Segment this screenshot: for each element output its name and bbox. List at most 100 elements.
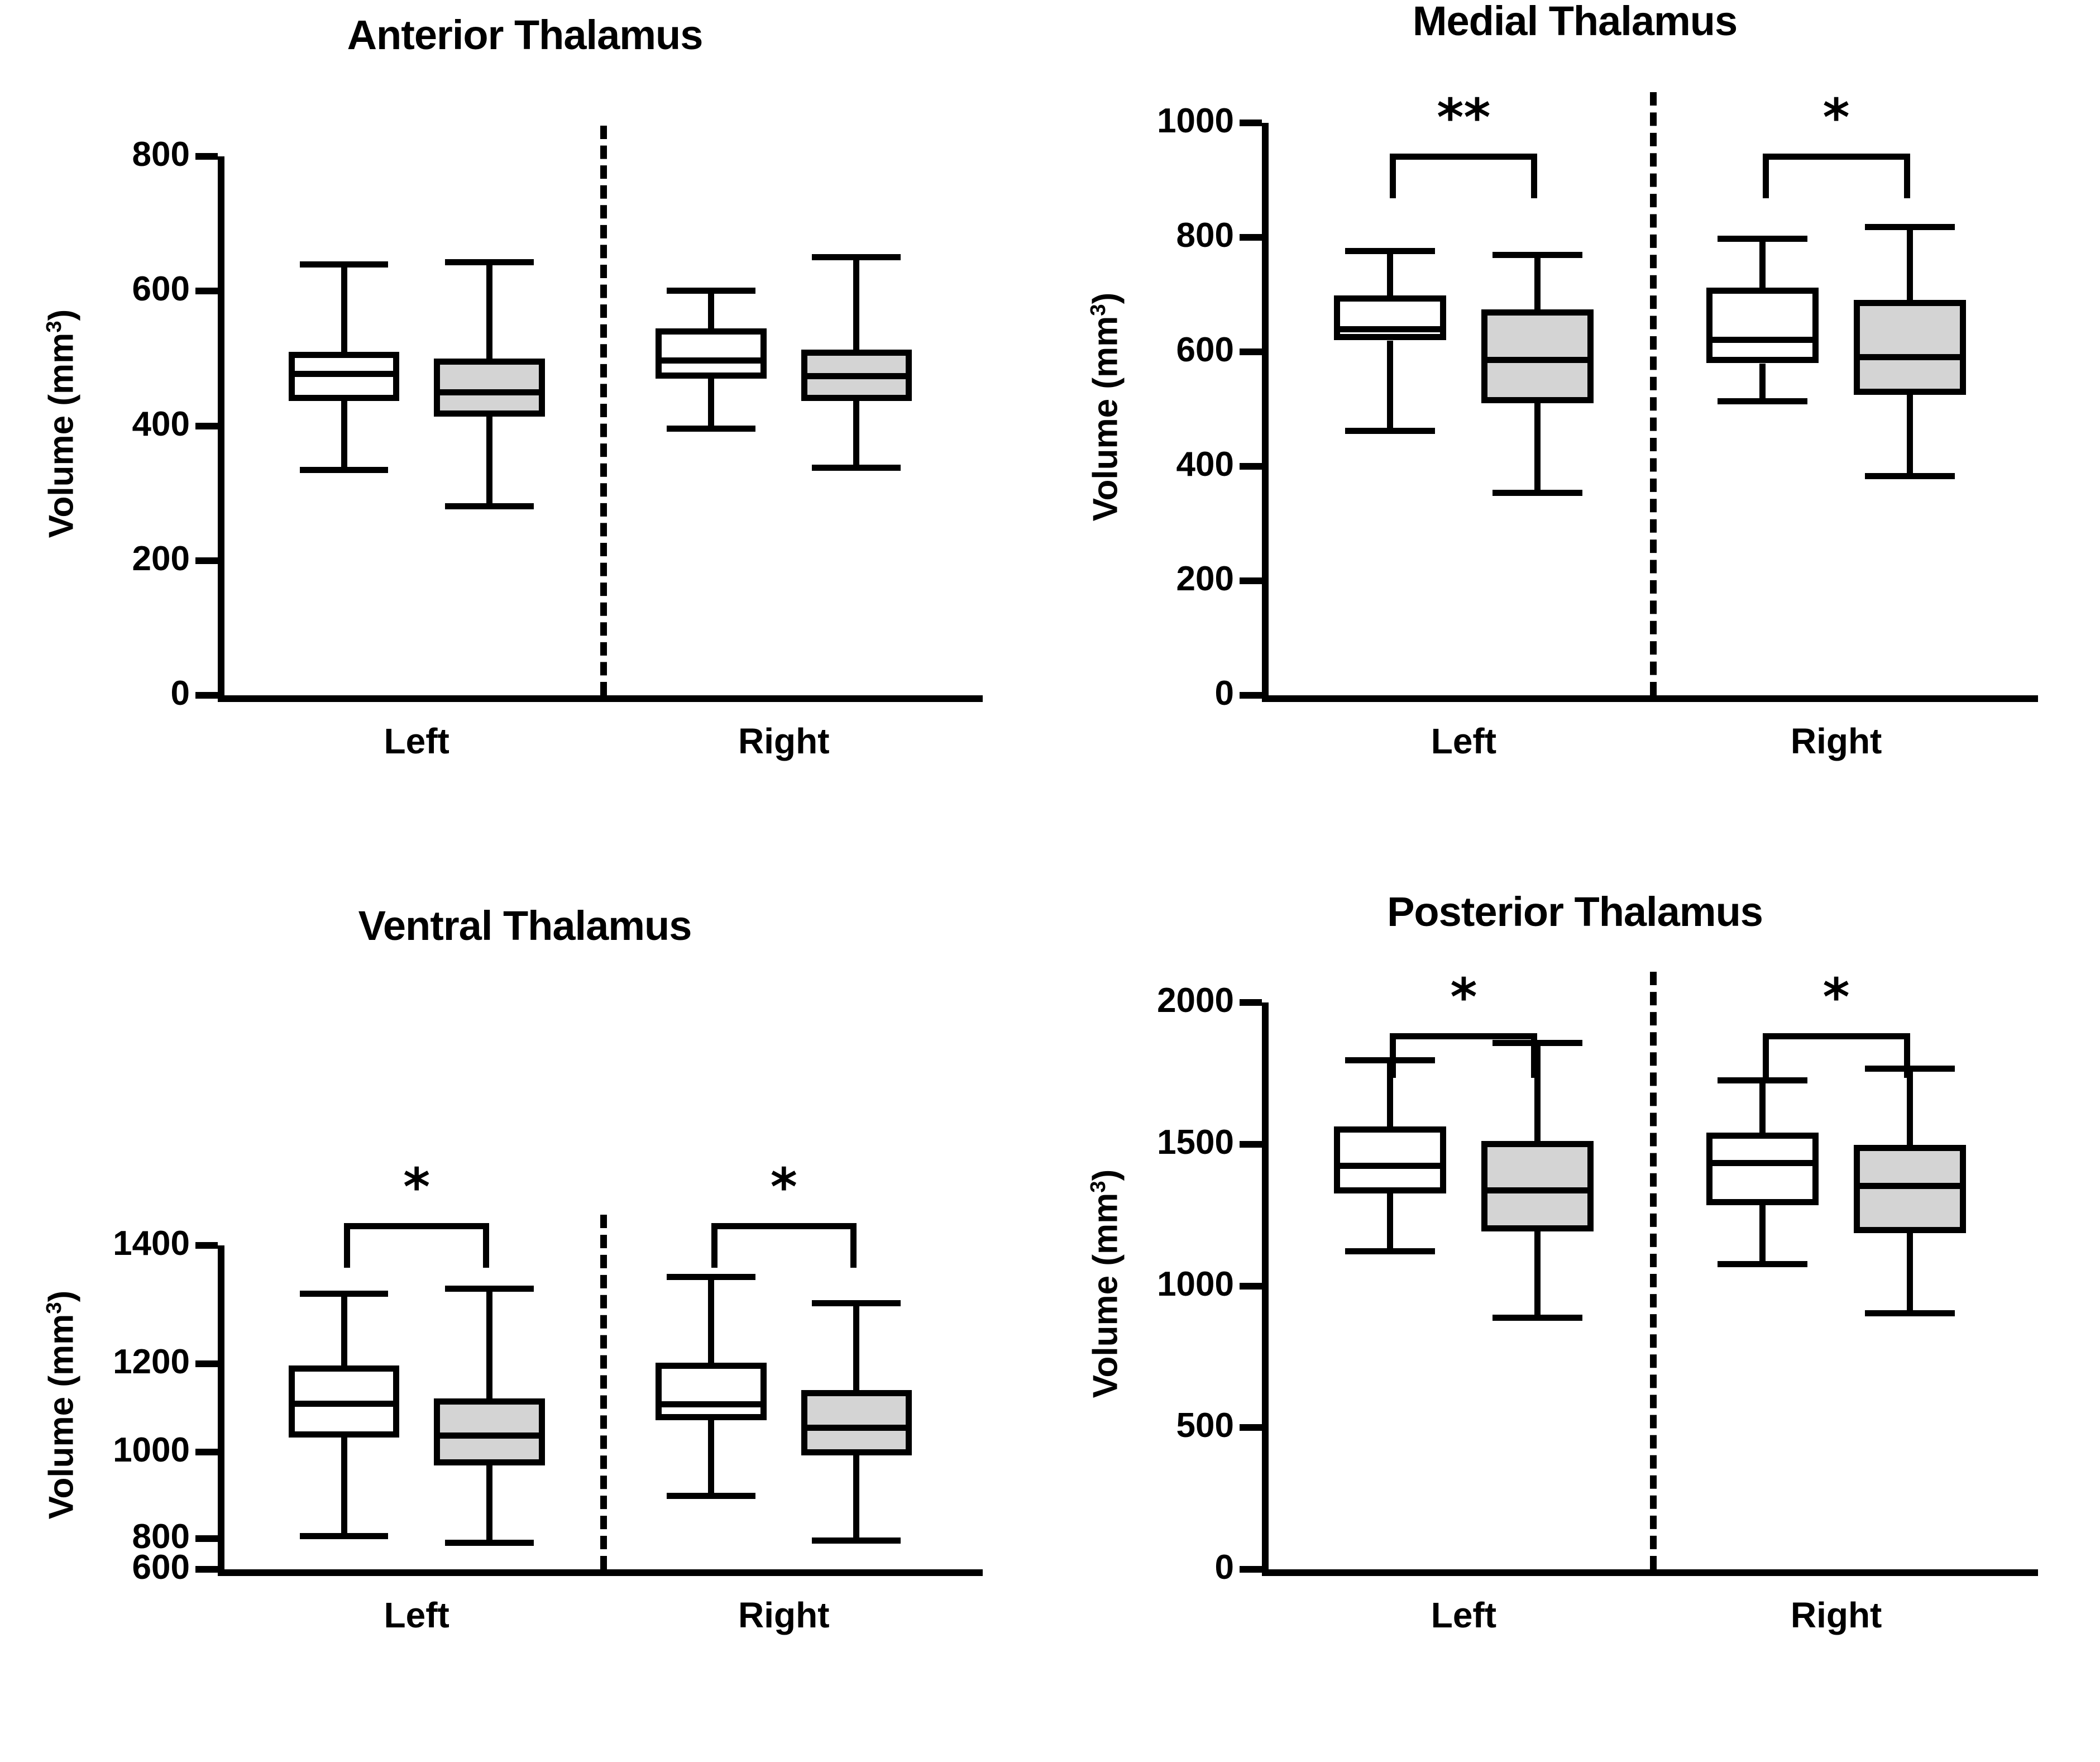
whisker-cap-lower — [1492, 490, 1583, 496]
panel-title-ventral: Ventral Thalamus — [358, 903, 692, 949]
whisker-lower — [486, 416, 492, 507]
panel-title-posterior: Posterior Thalamus — [1387, 889, 1763, 935]
whisker-cap-lower — [299, 466, 389, 473]
whisker-cap-lower — [812, 465, 901, 471]
x-tick-label-left: Left — [1431, 1595, 1497, 1635]
bracket-top-line — [1390, 1033, 1538, 1039]
y-axis-label: Volume (mm3) — [42, 1249, 82, 1562]
whisker-lower — [1907, 394, 1914, 476]
significance-stars: * — [1822, 88, 1850, 147]
whisker-cap-upper — [1345, 247, 1435, 254]
bracket-left-tick — [1762, 154, 1769, 198]
whisker-upper — [708, 1277, 715, 1363]
median-line — [801, 1425, 912, 1431]
significance-stars: * — [770, 1157, 797, 1217]
whisker-cap-upper — [812, 254, 901, 260]
y-axis-line — [1262, 1002, 1269, 1569]
significance-bracket — [711, 1223, 857, 1268]
bracket-left-tick — [1390, 154, 1396, 198]
y-tick-label: 2000 — [1157, 981, 1234, 1020]
group-divider — [1650, 972, 1657, 1569]
whisker-upper — [853, 256, 860, 350]
whisker-cap-lower — [1492, 1315, 1583, 1321]
x-axis-line — [1262, 1569, 2038, 1576]
bracket-left-tick — [711, 1223, 717, 1268]
whisker-cap-upper — [299, 1290, 389, 1297]
y-tick-label: 400 — [132, 404, 190, 443]
panel-title-anterior: Anterior Thalamus — [347, 12, 704, 58]
y-tick-label: 600 — [132, 1548, 190, 1587]
whisker-upper — [1907, 226, 1914, 300]
y-tick-label: 600 — [1176, 331, 1234, 369]
box-plot-anterior-right-open — [656, 328, 767, 379]
median-line — [1706, 336, 1819, 343]
panel-title-medial: Medial Thalamus — [1412, 0, 1738, 44]
whisker-cap-lower — [444, 1540, 534, 1546]
y-tick-label: 0 — [1214, 674, 1234, 713]
y-axis-label-text: Volume (mm — [1086, 316, 1125, 521]
whisker-upper — [341, 264, 347, 352]
median-line — [288, 1400, 400, 1407]
y-tick-label: 1000 — [113, 1431, 190, 1469]
whisker-cap-upper — [812, 1300, 901, 1306]
y-tick-mark — [1240, 234, 1262, 241]
y-tick-label: 800 — [1176, 216, 1234, 255]
whisker-cap-lower — [444, 503, 534, 510]
significance-stars: * — [1822, 967, 1850, 1027]
whisker-cap-lower — [667, 1492, 756, 1499]
y-tick-mark — [1240, 463, 1262, 470]
y-axis-label-text: Volume (mm — [1086, 1192, 1125, 1398]
y-tick-mark — [1240, 1140, 1262, 1148]
group-divider — [600, 126, 607, 695]
y-tick-mark — [195, 422, 218, 429]
whisker-cap-lower — [1865, 1310, 1955, 1317]
whisker-upper — [341, 1293, 347, 1366]
y-tick-label: 1200 — [113, 1343, 190, 1381]
y-tick-mark — [195, 288, 218, 295]
significance-stars: * — [403, 1157, 430, 1217]
significance-stars: ** — [1437, 88, 1491, 147]
whisker-upper — [708, 290, 715, 328]
median-line — [1853, 354, 1967, 360]
whisker-cap-lower — [1345, 1248, 1435, 1254]
y-tick-mark — [1240, 348, 1262, 355]
median-line — [434, 389, 545, 395]
box-plot-medial-right-shaded — [1853, 299, 1967, 395]
bracket-right-tick — [483, 1223, 490, 1268]
y-tick-label: 1000 — [1157, 1264, 1234, 1303]
whisker-upper — [486, 262, 492, 359]
whisker-lower — [1907, 1233, 1914, 1314]
whisker-cap-upper — [667, 288, 756, 294]
whisker-lower — [1534, 403, 1541, 493]
whisker-lower — [341, 1437, 347, 1536]
whisker-cap-lower — [299, 1532, 389, 1539]
whisker-cap-upper — [444, 259, 534, 266]
whisker-lower — [1759, 1205, 1766, 1264]
y-axis-label-paren: ) — [1086, 1169, 1125, 1181]
x-axis-line — [218, 1569, 983, 1576]
y-tick-mark — [195, 557, 218, 564]
x-tick-label-left: Left — [1431, 721, 1497, 761]
significance-stars: * — [1450, 967, 1477, 1027]
whisker-lower — [1386, 1193, 1393, 1251]
x-tick-label-right: Right — [738, 721, 830, 761]
whisker-cap-lower — [1345, 428, 1435, 434]
y-tick-mark — [195, 1566, 218, 1573]
whisker-upper — [1534, 1043, 1541, 1141]
box-plot-ventral-left-shaded — [434, 1398, 545, 1465]
whisker-cap-lower — [1717, 398, 1808, 405]
box-plot-anterior-left-shaded — [434, 358, 545, 417]
significance-bracket — [1390, 154, 1538, 198]
y-tick-label: 200 — [132, 539, 190, 578]
y-axis-label-exponent: 3 — [1085, 1180, 1110, 1193]
median-line — [1333, 326, 1447, 332]
y-tick-label: 1500 — [1157, 1123, 1234, 1162]
median-line — [656, 1401, 767, 1408]
whisker-cap-lower — [812, 1537, 901, 1544]
whisker-cap-upper — [1865, 223, 1955, 230]
median-line — [1706, 1159, 1819, 1166]
group-divider — [600, 1215, 607, 1569]
y-axis-label-exponent: 3 — [41, 320, 66, 333]
whisker-upper — [1386, 1059, 1393, 1126]
